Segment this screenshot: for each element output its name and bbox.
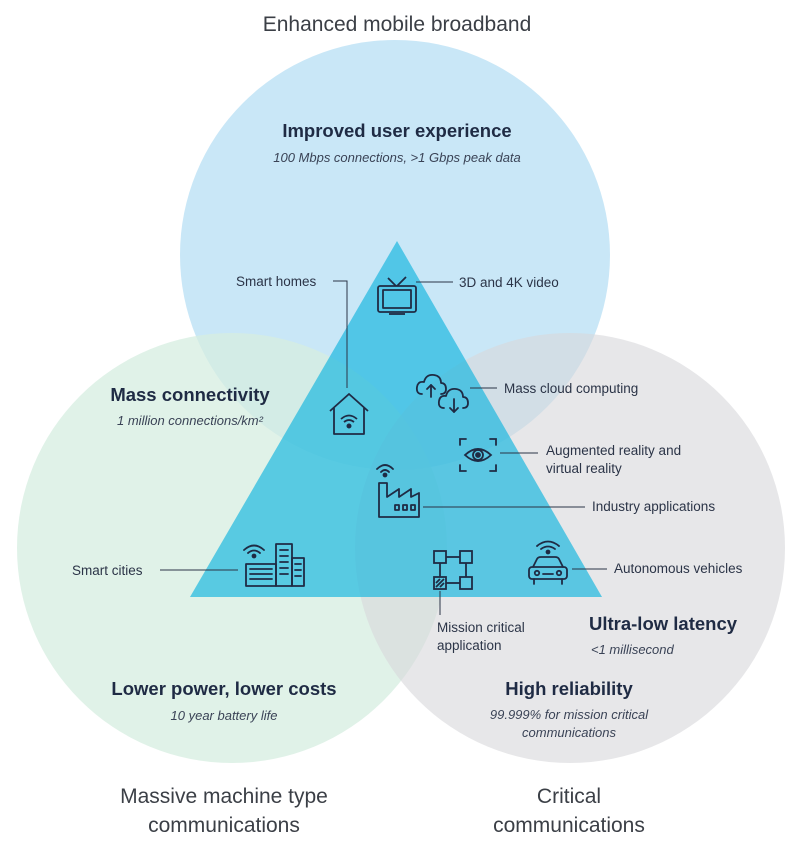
mmtc-label-line1: Massive machine type: [120, 785, 328, 808]
leader-smart-homes: [333, 280, 348, 388]
cloud-label: Mass cloud computing: [504, 381, 639, 396]
user-experience-sub: 100 Mbps connections, >1 Gbps peak data: [273, 150, 521, 165]
smart-home-icon: [328, 391, 370, 437]
user-experience-heading: Improved user experience: [282, 120, 512, 141]
autonomous-label: Autonomous vehicles: [614, 561, 743, 576]
leader-lines: [160, 280, 607, 615]
industry-label: Industry applications: [592, 499, 716, 514]
critical-label-line1: Critical: [536, 785, 602, 808]
video-label: 3D and 4K video: [459, 275, 559, 290]
mission-label-line2: application: [437, 638, 502, 653]
factory-icon: [372, 461, 422, 519]
lower-power-sub: 10 year battery life: [170, 708, 278, 723]
cloud-icon: [414, 370, 470, 416]
car-icon: [525, 537, 571, 587]
smart-cities-label: Smart cities: [72, 563, 143, 578]
smart-homes-label: Smart homes: [236, 274, 317, 289]
ultra-low-latency-heading: Ultra-low latency: [589, 613, 738, 634]
use-case-triangle: [190, 241, 602, 597]
city-icon: [243, 540, 307, 588]
high-reliability-sub-line1: 99.999% for mission critical: [489, 707, 649, 722]
high-reliability-sub-line2: communications: [522, 725, 616, 740]
mass-connectivity-heading: Mass connectivity: [110, 384, 270, 405]
embb-label: Enhanced mobile broadband: [262, 13, 532, 36]
critical-label-line2: communications: [493, 814, 645, 837]
lower-power-heading: Lower power, lower costs: [111, 678, 337, 699]
high-reliability-heading: High reliability: [505, 678, 633, 699]
tv-icon: [375, 276, 419, 316]
mmtc-label-line2: communications: [148, 814, 300, 837]
ar-vr-label-line1: Augmented reality and: [546, 443, 682, 458]
ultra-low-latency-sub: <1 millisecond: [591, 642, 674, 657]
mission-label-line1: Mission critical: [437, 620, 525, 635]
ar-vr-label-line2: virtual reality: [546, 461, 622, 476]
eye-icon: [458, 437, 498, 473]
mass-connectivity-sub: 1 million connections/km²: [117, 413, 263, 428]
circuit-icon: [431, 548, 475, 592]
